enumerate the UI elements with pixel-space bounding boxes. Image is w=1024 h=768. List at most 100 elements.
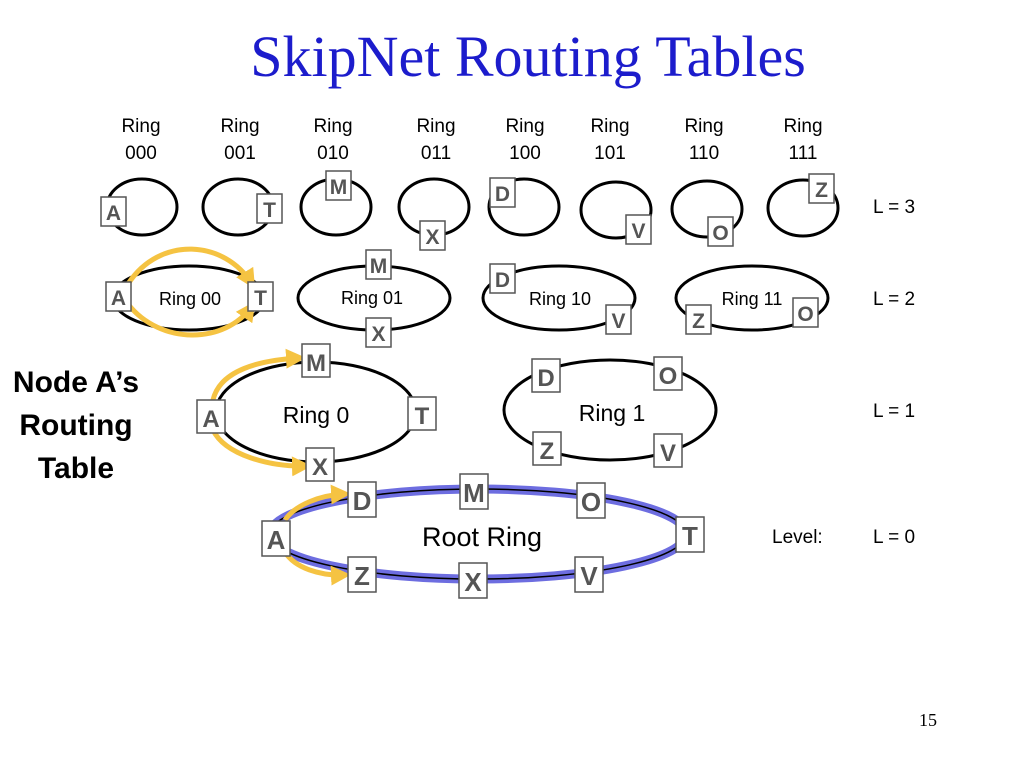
node-v: V <box>653 433 683 468</box>
node-t: T <box>407 396 437 431</box>
node-d: D <box>531 358 561 393</box>
node-t: T <box>247 281 274 312</box>
ring-00-label: Ring 00 <box>159 289 221 309</box>
ring-01-label: Ring 01 <box>341 288 403 308</box>
node-d: D <box>489 177 516 208</box>
ring-10-label: Ring 10 <box>529 289 591 309</box>
node-x: X <box>305 447 335 482</box>
ring-101-label-line1: Ring <box>590 116 629 137</box>
node-o: O <box>653 356 683 391</box>
svg-text:O: O <box>712 222 728 245</box>
slide-title: SkipNet Routing Tables <box>250 24 806 89</box>
svg-text:V: V <box>631 220 645 243</box>
node-x: X <box>365 317 392 348</box>
ring-101-label-line2: 101 <box>594 143 626 164</box>
svg-text:M: M <box>370 255 388 278</box>
node-o: O <box>576 482 606 519</box>
routing-arrow-l2-upper <box>125 246 256 290</box>
ring-001-label-line1: Ring <box>220 116 259 137</box>
ring-010-label-line1: Ring <box>313 116 352 137</box>
ring-11-label: Ring 11 <box>722 289 783 309</box>
level-3-row: Ring 000 Ring 001 Ring 010 Ring 011 Ring… <box>100 116 915 251</box>
node-a: A <box>196 399 226 434</box>
node-o: O <box>707 216 734 247</box>
ring-100-label-line2: 100 <box>509 143 541 164</box>
node-d: D <box>347 481 377 518</box>
ring-000-label-line2: 000 <box>125 143 157 164</box>
root-ring-label: Root Ring <box>422 522 542 552</box>
routing-arrow-l1-lower <box>210 428 312 477</box>
svg-text:M: M <box>306 350 326 377</box>
svg-text:D: D <box>495 183 510 206</box>
svg-text:V: V <box>611 310 625 333</box>
ring-101 <box>579 180 653 240</box>
svg-text:V: V <box>580 561 598 591</box>
svg-text:O: O <box>797 303 813 326</box>
node-a: A <box>105 281 132 312</box>
ring-110 <box>670 179 744 239</box>
level-0-label: L = 0 <box>873 527 915 548</box>
level-2-row: Ring 00 Ring 01 Ring 10 Ring 11 A T M X … <box>105 246 915 348</box>
node-v: V <box>605 304 632 335</box>
svg-text:T: T <box>415 403 430 430</box>
svg-text:X: X <box>464 567 482 597</box>
page-number: 15 <box>919 710 937 730</box>
svg-text:Routing: Routing <box>19 409 132 442</box>
svg-text:T: T <box>254 287 267 310</box>
svg-text:Table: Table <box>38 452 114 485</box>
ring-010-label-line2: 010 <box>317 143 349 164</box>
ring-111-label-line1: Ring <box>783 116 822 137</box>
routing-arrow-l0-upper <box>282 484 351 522</box>
ring-011-label-line1: Ring <box>416 116 455 137</box>
level-prefix-label: Level: <box>772 527 823 548</box>
ring-111 <box>766 178 840 238</box>
svg-text:D: D <box>495 269 510 292</box>
node-t: T <box>256 193 283 224</box>
level-0-row: Root Ring A D M O T V X Z Level: L = 0 <box>261 473 915 599</box>
svg-text:A: A <box>267 525 286 555</box>
ring-0-label: Ring 0 <box>283 402 349 428</box>
svg-text:Node A’s: Node A’s <box>13 366 139 399</box>
node-o: O <box>792 297 819 328</box>
node-m: M <box>325 170 352 201</box>
svg-text:M: M <box>330 176 348 199</box>
node-x: X <box>458 562 488 599</box>
routing-arrow-l2-lower <box>126 301 256 338</box>
svg-text:Z: Z <box>354 561 370 591</box>
ring-110-label-line1: Ring <box>684 116 723 137</box>
ring-001-label-line2: 001 <box>224 143 256 164</box>
ring-100 <box>487 177 561 237</box>
ring-1-label: Ring 1 <box>579 400 645 426</box>
node-t: T <box>675 516 705 553</box>
node-z: Z <box>685 304 712 335</box>
svg-text:D: D <box>353 486 372 516</box>
node-m: M <box>365 249 392 280</box>
svg-text:T: T <box>263 199 276 222</box>
node-z: Z <box>808 173 835 204</box>
svg-text:A: A <box>111 287 126 310</box>
svg-text:X: X <box>371 323 385 346</box>
svg-text:A: A <box>202 406 219 433</box>
node-a: A <box>100 196 127 227</box>
node-z: Z <box>347 556 377 593</box>
svg-text:D: D <box>537 365 554 392</box>
svg-text:A: A <box>106 202 121 225</box>
ring-111-label-line2: 111 <box>789 143 818 164</box>
ring-1 <box>502 358 718 462</box>
ring-100-label-line1: Ring <box>505 116 544 137</box>
node-v: V <box>625 214 652 245</box>
svg-text:X: X <box>425 226 439 249</box>
svg-text:Z: Z <box>692 310 705 333</box>
ring-11 <box>674 264 830 332</box>
svg-text:O: O <box>659 363 678 390</box>
level-2-label: L = 2 <box>873 289 915 310</box>
svg-text:O: O <box>581 487 601 517</box>
node-d: D <box>489 263 516 294</box>
routing-arrow-l1-upper <box>210 348 306 401</box>
node-m: M <box>301 343 331 378</box>
svg-text:V: V <box>660 440 676 467</box>
ring-110-label-line2: 110 <box>689 143 719 164</box>
node-a-routing-table-label: Node A’s Routing Table <box>13 366 139 485</box>
ring-10 <box>481 264 637 332</box>
